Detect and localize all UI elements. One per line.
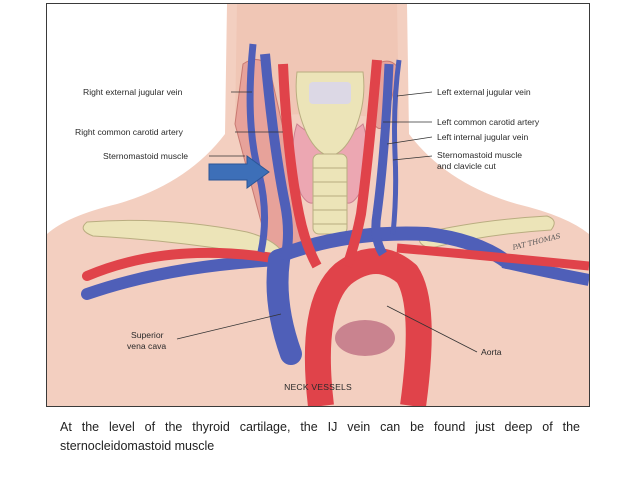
neck-vessels-illustration bbox=[47, 4, 589, 406]
leader-lines bbox=[176, 91, 478, 353]
label-superior-vena-cava-line1: Superior bbox=[131, 330, 164, 340]
label-aorta: Aorta bbox=[481, 347, 502, 357]
cartilage-highlight bbox=[309, 82, 351, 104]
right-common-carotid-artery bbox=[278, 63, 322, 269]
label-right-external-jugular-vein: Right external jugular vein bbox=[83, 87, 183, 97]
right-subclavian-vein bbox=[81, 254, 285, 300]
right-internal-jugular-vein bbox=[260, 53, 293, 262]
right-subclavian-artery bbox=[82, 247, 278, 281]
left-common-carotid-artery bbox=[342, 59, 382, 268]
left-internal-jugular-vein bbox=[371, 63, 394, 257]
caption-text: At the level of the thyroid cartilage, t… bbox=[60, 420, 580, 453]
superior-vena-cava bbox=[266, 249, 302, 365]
trachea bbox=[312, 153, 348, 235]
label-sternomastoid-cut-line2: and clavicle cut bbox=[437, 161, 496, 171]
label-sternomastoid-muscle: Sternomastoid muscle bbox=[103, 151, 189, 161]
label-superior-vena-cava-line2: vena cava bbox=[127, 341, 167, 351]
anatomy-figure: Right external jugular vein Right common… bbox=[46, 3, 590, 407]
pointer-arrow bbox=[208, 155, 270, 189]
aortic-arch bbox=[304, 248, 432, 406]
left-subclavian-artery bbox=[396, 243, 589, 271]
left-subclavian-vein bbox=[501, 256, 589, 286]
label-right-common-carotid-artery: Right common carotid artery bbox=[75, 127, 183, 137]
label-left-external-jugular-vein: Left external jugular vein bbox=[437, 87, 531, 97]
figure-title: NECK VESSELS bbox=[284, 382, 352, 392]
label-left-internal-jugular-vein: Left internal jugular vein bbox=[437, 132, 529, 142]
label-sternomastoid-cut-line1: Sternomastoid muscle bbox=[437, 150, 523, 160]
left-external-jugular-vein bbox=[390, 59, 402, 235]
label-left-common-carotid-artery: Left common carotid artery bbox=[437, 117, 540, 127]
left-brachiocephalic-vein bbox=[272, 226, 514, 269]
heart-base bbox=[335, 320, 395, 356]
